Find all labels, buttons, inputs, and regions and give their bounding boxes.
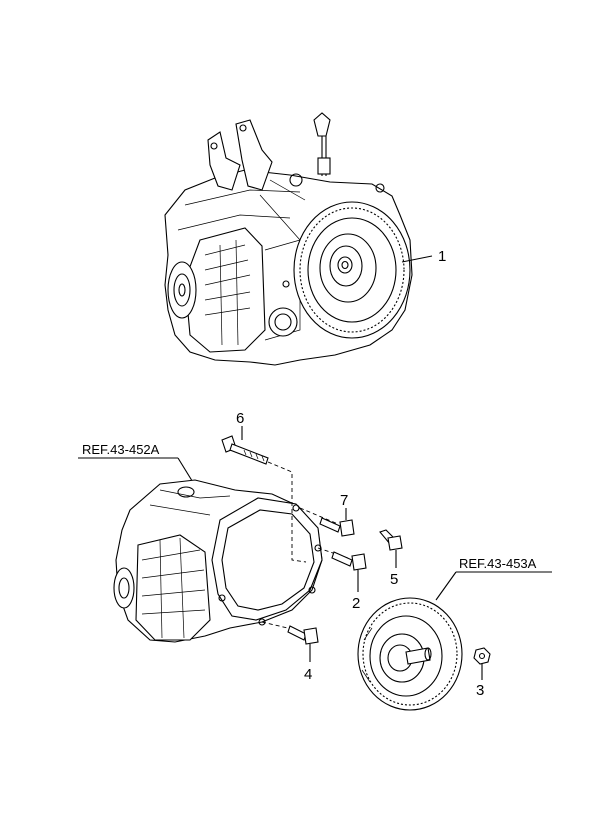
reference-label-right bbox=[435, 571, 552, 601]
bolt-2 bbox=[317, 547, 367, 592]
callout-2: 2 bbox=[352, 595, 360, 612]
callout-1: 1 bbox=[438, 248, 446, 265]
callout-4: 4 bbox=[304, 666, 312, 683]
callout-3: 3 bbox=[476, 682, 484, 699]
bolt-7 bbox=[299, 507, 355, 537]
bolt-4 bbox=[261, 621, 319, 662]
reference-452a: REF.43-452A bbox=[82, 442, 160, 457]
transaxle-assembly bbox=[164, 112, 433, 366]
callout-7: 7 bbox=[340, 492, 348, 509]
nut-3 bbox=[473, 647, 491, 680]
drive-plate bbox=[357, 597, 463, 711]
bolt-5 bbox=[379, 529, 403, 568]
bolt-6 bbox=[221, 435, 269, 465]
callout-6: 6 bbox=[236, 410, 244, 427]
reference-label-left bbox=[78, 457, 195, 485]
callout-5: 5 bbox=[390, 571, 398, 588]
reference-453a: REF.43-453A bbox=[459, 556, 537, 571]
transaxle-case bbox=[113, 479, 323, 643]
